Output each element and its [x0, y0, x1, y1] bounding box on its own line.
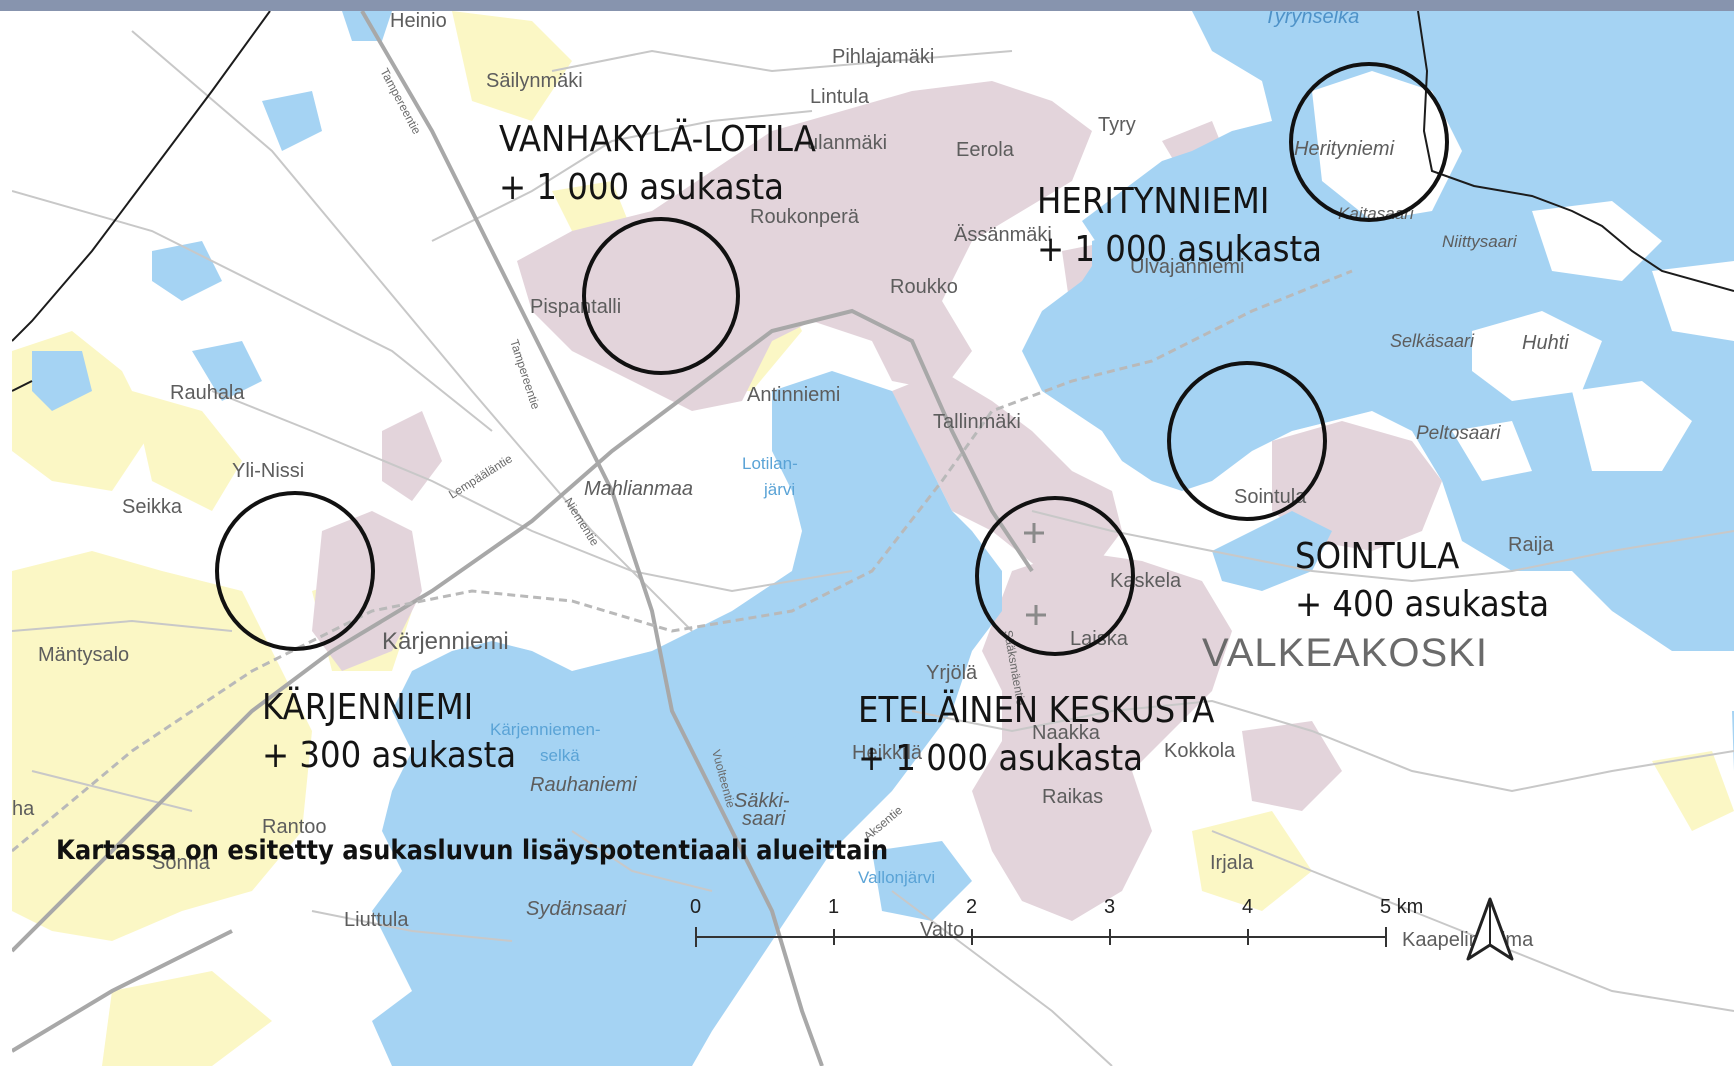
area-population-etelainen-keskusta: + 1 000 asukasta — [858, 738, 1143, 779]
area-name-karjenniemi: KÄRJENNIEMI — [262, 686, 473, 728]
map-frame: Heinio Säilynmäki Pihlajamäki Lintula ul… — [12, 11, 1734, 1066]
place-label-ulanmaki: ulanmäki — [807, 132, 887, 154]
water-areas — [32, 11, 1734, 1066]
area-circles — [215, 62, 1449, 656]
place-label-raikas: Raikas — [1042, 786, 1103, 808]
label-sydansaari: Sydänsaari — [526, 898, 627, 920]
water-labels: Lotilan- järvi Kärjenniemen- selkä Vallo… — [490, 454, 935, 887]
label-tyrynselka: Tyrynselkä — [1264, 11, 1359, 28]
place-label-lintula: Lintula — [810, 86, 870, 108]
scale-tick-1: 1 — [828, 896, 839, 918]
area-population-heritynniemi: + 1 000 asukasta — [1037, 229, 1322, 270]
roads — [12, 30, 1734, 1066]
area-population-sointula: + 400 asukasta — [1295, 584, 1549, 625]
area-name-heritynniemi: HERITYNNIEMI — [1037, 181, 1269, 222]
place-label-sailynmaki: Säilynmäki — [486, 70, 583, 92]
place-label-roukko: Roukko — [890, 276, 958, 298]
place-label-seikka: Seikka — [122, 496, 183, 518]
place-label-heikkila: Heikkilä — [852, 742, 923, 764]
place-label-eerola: Eerola — [956, 139, 1015, 161]
north-arrow-icon — [1466, 897, 1514, 961]
place-label-pispantalli: Pispantalli — [530, 296, 621, 318]
area-circle-vanhakyla-lotila — [582, 217, 740, 375]
area-name-etelainen-keskusta: ETELÄINEN KESKUSTA — [858, 689, 1214, 731]
map-canvas: Heinio Säilynmäki Pihlajamäki Lintula ul… — [12, 11, 1734, 1066]
area-population-vanhakyla-lotila: + 1 000 asukasta — [499, 167, 784, 208]
label-rauhaniemi: Rauhaniemi — [530, 774, 637, 796]
place-label-kokkola: Kokkola — [1164, 740, 1236, 762]
label-huhti: Huhti — [1522, 332, 1569, 354]
label-herityniemi: Herityniemi — [1294, 138, 1395, 160]
place-label-kaskela: Kaskela — [1110, 570, 1182, 592]
label-peltosaari: Peltosaari — [1416, 423, 1501, 444]
place-label-sonna: Sonna — [152, 852, 211, 874]
place-label-heinio: Heinio — [390, 11, 447, 32]
scale-tick-3: 3 — [1104, 896, 1115, 918]
place-label-mantysalo: Mäntysalo — [38, 644, 129, 666]
place-label-yrjola: Yrjölä — [926, 662, 978, 684]
italic-labels: Herityniemi Kaitasaari Niittysaari Selkä… — [526, 11, 1569, 920]
water-label-karjenniemenselka-1: Kärjenniemen- — [490, 720, 601, 739]
water-label-lotilanjarvi-1: Lotilan- — [742, 454, 798, 473]
water-label-karjenniemenselka-2: selkä — [540, 746, 580, 765]
water-label-lotilanjarvi-2: järvi — [763, 480, 795, 499]
place-label-rantoo: Rantoo — [262, 816, 327, 838]
municipal-boundary — [12, 11, 1734, 392]
place-label-valto: Valto — [920, 919, 964, 941]
place-label-tyry: Tyry — [1098, 114, 1136, 136]
water-label-vallonjarvi: Vallonjärvi — [858, 868, 935, 887]
area-annotations: VANHAKYLÄ-LOTILA + 1 000 asukasta HERITY… — [262, 118, 1549, 779]
scale-tick-4: 4 — [1242, 896, 1253, 918]
area-circle-heritynniemi — [1289, 62, 1449, 222]
place-labels: Heinio Säilynmäki Pihlajamäki Lintula ul… — [12, 11, 1554, 951]
railway — [12, 269, 1353, 853]
city-label: VALKEAKOSKI — [1202, 631, 1488, 675]
area-circle-etelainen-keskusta — [975, 496, 1135, 656]
main-roads — [12, 11, 1034, 1066]
top-frame-bar — [0, 0, 1734, 11]
place-label-karjenniemi: Kärjenniemi — [382, 628, 509, 655]
area-population-karjenniemi: + 300 asukasta — [262, 735, 516, 776]
place-label-irjala: Irjala — [1210, 852, 1254, 874]
place-label-assanmaki: Ässänmäki — [954, 224, 1052, 246]
area-name-vanhakyla-lotila: VANHAKYLÄ-LOTILA — [499, 118, 816, 160]
label-sakkisaari-1: Säkki- — [734, 790, 790, 812]
place-label-roukonpera: Roukonperä — [750, 206, 860, 228]
place-label-rauhala: Rauhala — [170, 382, 245, 404]
place-label-tallinmaki: Tallinmäki — [933, 411, 1021, 433]
label-sakkisaari-2: saari — [742, 808, 786, 830]
scale-tick-2: 2 — [966, 896, 977, 918]
label-selkasaari: Selkäsaari — [1390, 331, 1475, 351]
scale-bar: 0 1 2 3 4 5 km — [690, 896, 1423, 947]
place-label-naakka: Naakka — [1032, 722, 1101, 744]
place-label-antinniemi: Antinniemi — [747, 384, 840, 406]
place-label-pihlajamaki: Pihlajamäki — [832, 46, 934, 68]
church-icon — [1024, 523, 1046, 625]
scale-tick-5: 5 km — [1380, 896, 1423, 918]
place-label-ulvajanniemi: Ulvajanniemi — [1130, 256, 1245, 278]
place-label-ha: ha — [12, 798, 35, 820]
area-circle-karjenniemi — [215, 491, 375, 651]
area-name-sointula: SOINTULA — [1295, 536, 1459, 577]
place-label-raija: Raija — [1508, 534, 1554, 556]
label-mahlianmaa: Mahlianmaa — [584, 478, 693, 500]
area-circle-sointula — [1167, 361, 1327, 521]
place-label-liuttula: Liuttula — [344, 909, 409, 931]
place-label-kaapelinkulma: Kaapelinkulma — [1402, 929, 1534, 951]
place-label-yli-nissi: Yli-Nissi — [232, 460, 304, 482]
scale-tick-0: 0 — [690, 896, 701, 918]
label-niittysaari: Niittysaari — [1442, 232, 1518, 251]
place-label-sointula: Sointula — [1234, 486, 1307, 508]
map-caption: Kartassa on esitetty asukasluvun lisäysp… — [56, 835, 888, 866]
